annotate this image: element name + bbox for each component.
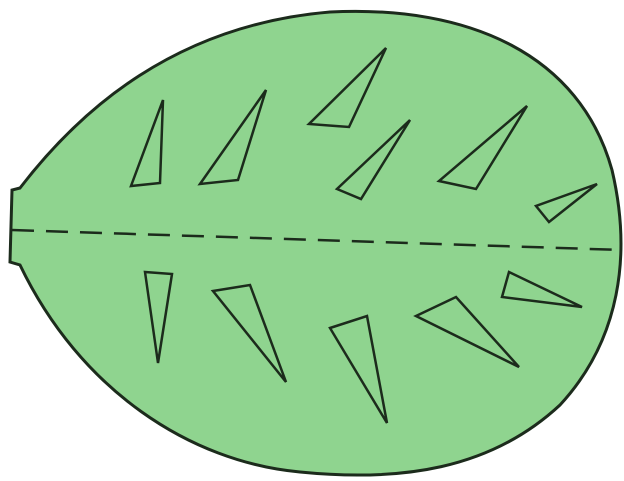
leaf-shape xyxy=(10,11,621,475)
